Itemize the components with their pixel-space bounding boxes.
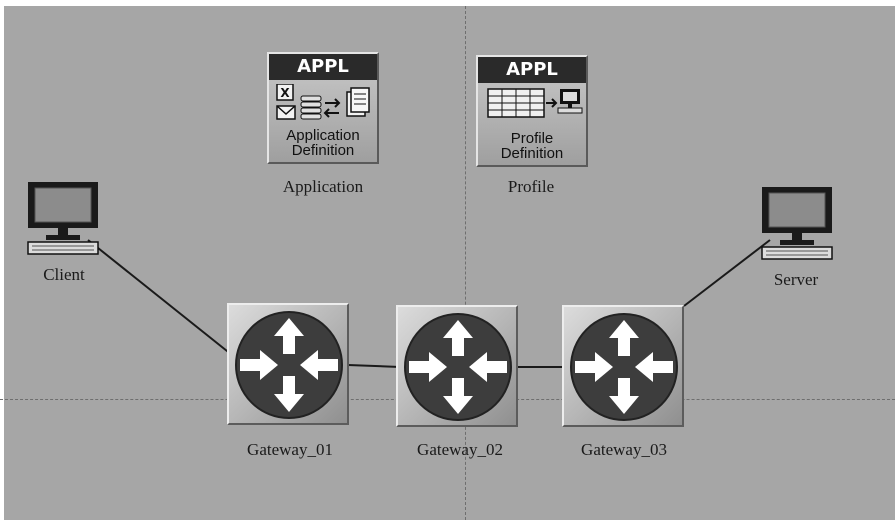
server-computer-icon[interactable] bbox=[758, 185, 838, 265]
router-arrows-icon bbox=[235, 311, 343, 419]
canvas-frame-left bbox=[0, 0, 4, 520]
application-caption-line1: Application bbox=[286, 127, 360, 144]
vertical-guide-line bbox=[465, 6, 466, 520]
profile-definition-icon bbox=[487, 88, 583, 118]
client-label: Client bbox=[43, 265, 85, 284]
profile-definition-node[interactable]: APPL Profile Definition bbox=[476, 55, 588, 167]
server-label: Server bbox=[773, 270, 819, 289]
application-label: Application bbox=[282, 177, 364, 196]
profile-label: Profile bbox=[507, 177, 555, 196]
client-computer-icon[interactable] bbox=[24, 180, 104, 260]
gateway-03-label: Gateway_03 bbox=[581, 440, 667, 459]
profile-definition-caption: Profile Definition bbox=[478, 131, 586, 161]
router-arrows-icon bbox=[570, 313, 678, 421]
profile-caption-line2: Definition bbox=[500, 145, 564, 162]
application-definition-icon: X bbox=[276, 84, 370, 120]
link-gateway-01-gateway-02 bbox=[347, 364, 401, 368]
canvas-frame-top bbox=[0, 0, 895, 6]
svg-text:X: X bbox=[280, 86, 290, 100]
gateway-02-router[interactable] bbox=[396, 305, 518, 427]
application-definition-caption: Application Definition bbox=[269, 128, 377, 158]
application-badge: APPL bbox=[269, 54, 377, 80]
link-gateway-03-server bbox=[683, 239, 771, 307]
gateway-02-label: Gateway_02 bbox=[417, 440, 503, 459]
profile-caption-line1: Profile bbox=[510, 130, 554, 147]
profile-badge: APPL bbox=[478, 57, 586, 83]
router-arrows-icon bbox=[404, 313, 512, 421]
application-caption-line2: Definition bbox=[291, 142, 355, 159]
gateway-01-router[interactable] bbox=[227, 303, 349, 425]
link-client-gateway-01 bbox=[87, 239, 233, 356]
gateway-03-router[interactable] bbox=[562, 305, 684, 427]
application-definition-node[interactable]: APPL X Application Definition bbox=[267, 52, 379, 164]
gateway-01-label: Gateway_01 bbox=[247, 440, 333, 459]
